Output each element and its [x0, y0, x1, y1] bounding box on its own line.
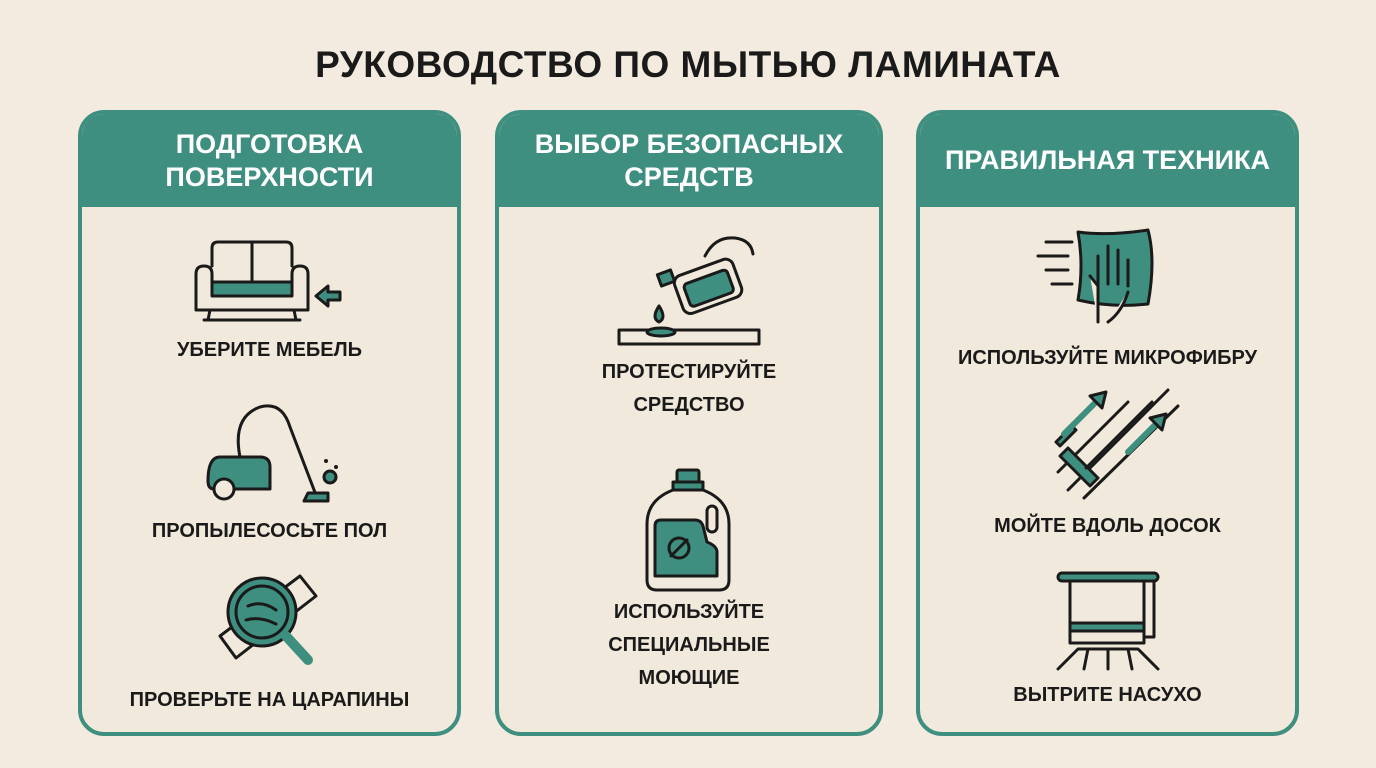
step-wipe-dry: ВЫТРИТЕ НАСУХО [920, 569, 1295, 712]
microfiber-cloth-icon [1036, 228, 1153, 324]
step-label: УБЕРИТЕ МЕБЕЛЬ [176, 339, 363, 361]
panel-header: ВЫБОР БЕЗОПАСНЫХ СРЕДСТВ [499, 114, 879, 207]
step-label: ПРОТЕСТИРУЙТЕ СРЕДСТВО [601, 361, 777, 416]
step-check-scratches: ПРОВЕРЬТЕ НА ЦАРАПИНЫ [82, 566, 457, 717]
step-label: ИСПОЛЬЗУЙТЕ СПЕЦИАЛЬНЫЕ МОЮЩИЕ [608, 601, 770, 689]
sofa-icon [194, 240, 341, 322]
towel-icon [1056, 571, 1159, 671]
magnifier-icon [218, 574, 317, 665]
page-title: РУКОВОДСТВО ПО МЫТЬЮ ЛАМИНАТА [315, 44, 1061, 85]
step-test-product: ПРОТЕСТИРУЙТЕ СРЕДСТВО [499, 226, 879, 422]
panel-safe-products: ВЫБОР БЕЗОПАСНЫХ СРЕДСТВ ПРОТЕСТИРУЙТЕ С… [495, 110, 883, 736]
step-microfiber: ИСПОЛЬЗУЙТЕ МИКРОФИБРУ [920, 222, 1295, 375]
panel-header: ПОДГОТОВКА ПОВЕРХНОСТИ [82, 114, 457, 207]
step-label: МОЙТЕ ВДОЛЬ ДОСОК [994, 515, 1221, 537]
step-special-detergents: ИСПОЛЬЗУЙТЕ СПЕЦИАЛЬНЫЕ МОЮЩИЕ [499, 466, 879, 695]
panel-surface-prep: ПОДГОТОВКА ПОВЕРХНОСТИ УБЕРИТЕ МЕБЕЛЬ ПР… [78, 110, 461, 736]
step-label: ПРОПЫЛЕСОСЬТЕ ПОЛ [151, 520, 388, 542]
vacuum-cleaner-icon [206, 404, 338, 503]
step-label: ПРОВЕРЬТЕ НА ЦАРАПИНЫ [129, 689, 410, 711]
panel-header: ПРАВИЛЬНАЯ ТЕХНИКА [920, 114, 1295, 207]
pour-test-icon [617, 236, 761, 346]
step-mop-along-boards: МОЙТЕ ВДОЛЬ ДОСОК [920, 382, 1295, 543]
step-label: ВЫТРИТЕ НАСУХО [1013, 684, 1202, 706]
panel-technique: ПРАВИЛЬНАЯ ТЕХНИКА ИСПОЛЬЗУЙТЕ МИКРОФИБР… [916, 110, 1299, 736]
step-label: ИСПОЛЬЗУЙТЕ МИКРОФИБРУ [957, 347, 1258, 369]
detergent-bottle-icon [645, 468, 731, 592]
mop-icon [1054, 388, 1179, 500]
step-vacuum: ПРОПЫЛЕСОСЬТЕ ПОЛ [82, 397, 457, 548]
step-remove-furniture: УБЕРИТЕ МЕБЕЛЬ [82, 236, 457, 367]
